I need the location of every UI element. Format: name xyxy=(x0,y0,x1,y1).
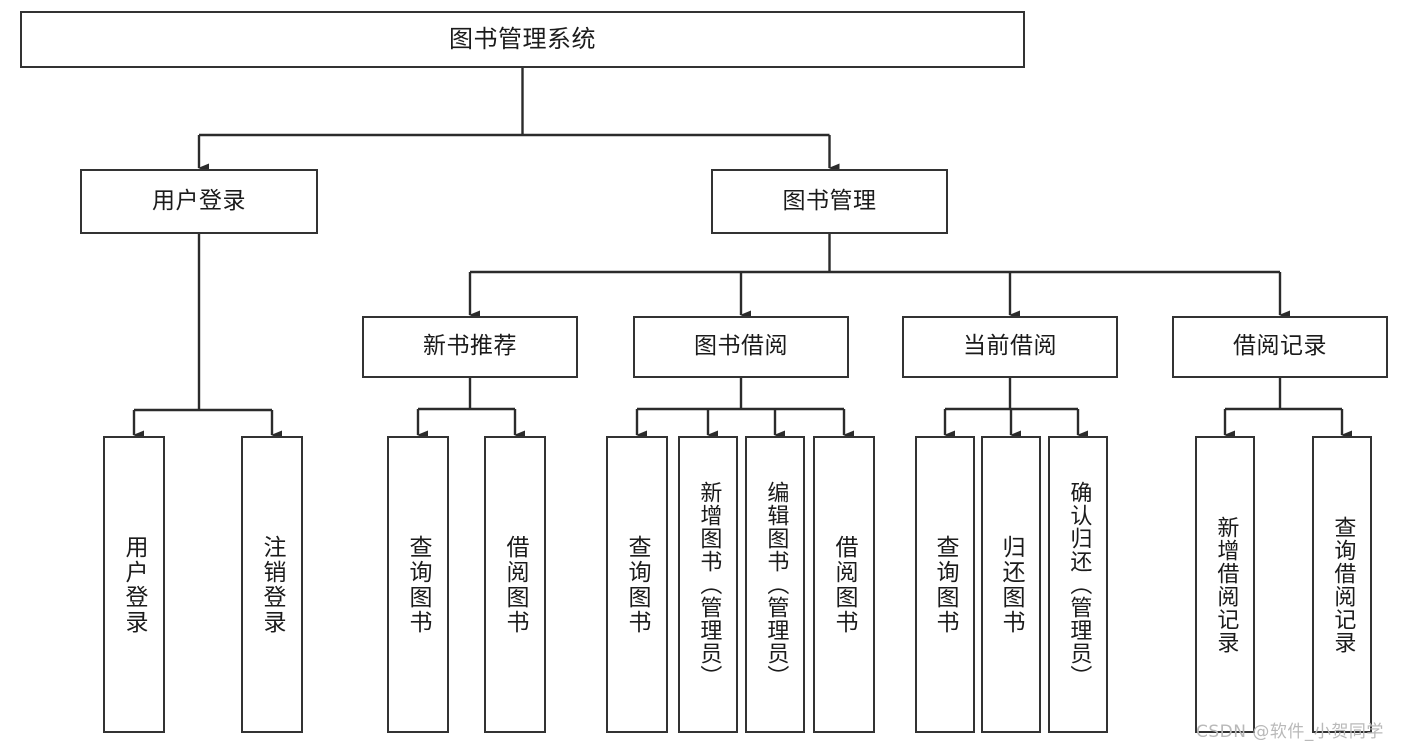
node-leaf-rec-2[interactable]: 查询借阅记录 xyxy=(1312,436,1372,733)
node-leaf-cur-1[interactable]: 查询图书 xyxy=(915,436,975,733)
node-label-leaf-cur-3: 确认归还（管理员） xyxy=(1066,481,1092,688)
node-leaf-new-1[interactable]: 查询图书 xyxy=(387,436,449,733)
node-borrow[interactable]: 图书借阅 xyxy=(633,316,849,378)
node-label-leaf-borrow-4: 借阅图书 xyxy=(831,534,858,635)
node-leaf-login-2[interactable]: 注销登录 xyxy=(241,436,303,733)
node-label-leaf-cur-1: 查询图书 xyxy=(932,534,959,635)
node-label-leaf-login-2: 注销登录 xyxy=(259,534,286,635)
node-label-leaf-borrow-2: 新增图书（管理员） xyxy=(696,481,722,688)
node-leaf-borrow-2[interactable]: 新增图书（管理员） xyxy=(678,436,738,733)
node-label-root: 图书管理系统 xyxy=(449,25,596,54)
node-leaf-login-1[interactable]: 用户登录 xyxy=(103,436,165,733)
node-label-login: 用户登录 xyxy=(152,187,246,214)
node-label-leaf-new-1: 查询图书 xyxy=(405,534,432,635)
node-leaf-cur-3[interactable]: 确认归还（管理员） xyxy=(1048,436,1108,733)
node-newbook[interactable]: 新书推荐 xyxy=(362,316,578,378)
node-label-leaf-new-2: 借阅图书 xyxy=(502,534,529,635)
node-leaf-borrow-4[interactable]: 借阅图书 xyxy=(813,436,875,733)
node-leaf-rec-1[interactable]: 新增借阅记录 xyxy=(1195,436,1255,733)
node-leaf-borrow-1[interactable]: 查询图书 xyxy=(606,436,668,733)
node-label-borrow: 图书借阅 xyxy=(694,333,788,360)
node-label-newbook: 新书推荐 xyxy=(423,333,517,360)
node-records[interactable]: 借阅记录 xyxy=(1172,316,1388,378)
csdn-watermark: CSDN @软件_小贺同学 xyxy=(1196,722,1384,742)
node-label-leaf-cur-2: 归还图书 xyxy=(998,534,1025,635)
node-label-leaf-borrow-3: 编辑图书（管理员） xyxy=(763,481,789,688)
node-bookmgmt[interactable]: 图书管理 xyxy=(711,169,948,234)
node-label-current: 当前借阅 xyxy=(963,333,1057,360)
node-root[interactable]: 图书管理系统 xyxy=(20,11,1025,68)
node-label-leaf-login-1: 用户登录 xyxy=(121,534,148,635)
node-label-leaf-rec-1: 新增借阅记录 xyxy=(1213,515,1239,654)
node-label-bookmgmt: 图书管理 xyxy=(782,187,877,214)
node-leaf-borrow-3[interactable]: 编辑图书（管理员） xyxy=(745,436,805,733)
node-label-leaf-rec-2: 查询借阅记录 xyxy=(1330,515,1356,654)
node-login[interactable]: 用户登录 xyxy=(80,169,318,234)
node-current[interactable]: 当前借阅 xyxy=(902,316,1118,378)
tree-connectors xyxy=(132,68,1352,440)
node-leaf-new-2[interactable]: 借阅图书 xyxy=(484,436,546,733)
node-leaf-cur-2[interactable]: 归还图书 xyxy=(981,436,1041,733)
node-label-leaf-borrow-1: 查询图书 xyxy=(624,534,651,635)
node-label-records: 借阅记录 xyxy=(1233,333,1327,360)
